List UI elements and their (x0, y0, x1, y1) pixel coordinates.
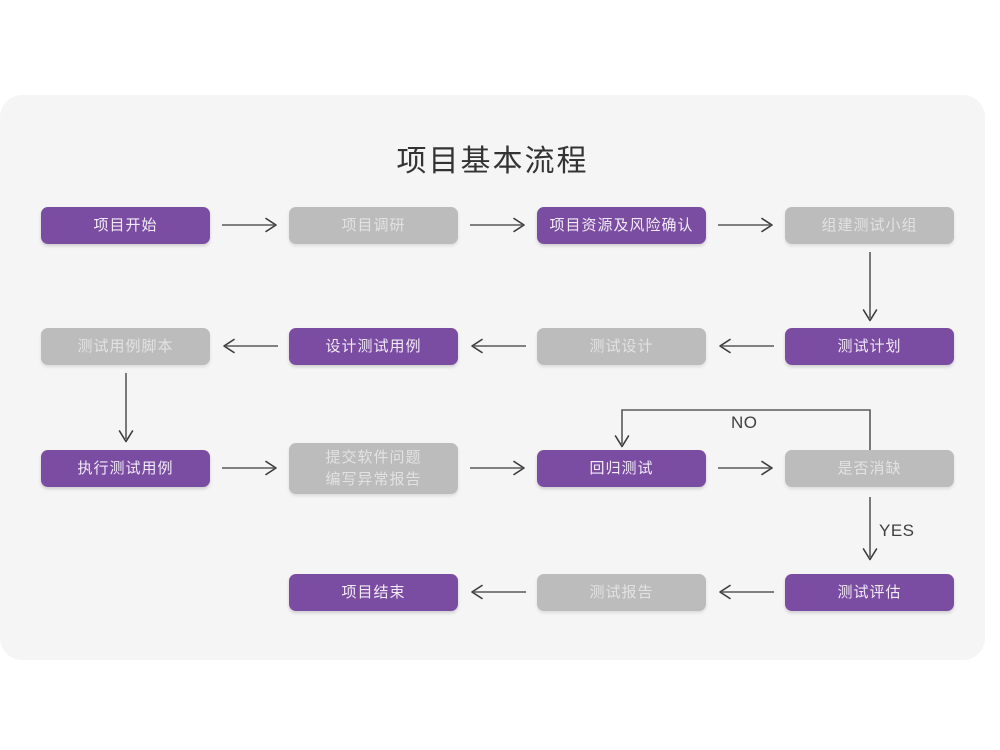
page-title: 项目基本流程 (396, 145, 589, 178)
node-label: 执行测试用例 (77, 459, 174, 477)
arrow-n10-to-n11 (470, 460, 526, 476)
arrow-n7-to-n6 (470, 338, 526, 354)
node-execute-test-case[interactable]: 执行测试用例 (41, 450, 210, 487)
node-project-start[interactable]: 项目开始 (41, 207, 210, 244)
arrow-n9-to-n10 (222, 460, 278, 476)
arrow-yes-to-evaluation (862, 497, 878, 563)
arrow-n11-to-n12 (718, 460, 774, 476)
node-label-line-2: 编写异常报告 (325, 470, 422, 488)
node-label: 项目开始 (93, 216, 158, 234)
node-label-line-1: 提交软件问题 (325, 448, 422, 466)
arrow-n6-to-n5 (222, 338, 278, 354)
node-label: 测试用例脚本 (77, 337, 174, 355)
node-label: 是否消缺 (837, 459, 902, 477)
arrow-n1-to-n2 (222, 217, 278, 233)
node-submit-issue-report[interactable]: 提交软件问题 编写异常报告 (289, 443, 458, 494)
node-label: 项目资源及风险确认 (549, 216, 694, 234)
node-project-research[interactable]: 项目调研 (289, 207, 458, 244)
arrow-n15-to-n14 (718, 584, 774, 600)
node-regression-test[interactable]: 回归测试 (537, 450, 706, 487)
node-label: 组建测试小组 (821, 216, 918, 234)
arrow-n2-to-n3 (470, 217, 526, 233)
node-defect-cleared[interactable]: 是否消缺 (785, 450, 954, 487)
arrow-n5-to-n9 (118, 373, 134, 445)
edge-label-no: NO (731, 413, 758, 432)
diagram-card (0, 95, 985, 660)
node-label: 回归测试 (589, 459, 654, 477)
node-label: 测试计划 (837, 337, 902, 355)
arrow-n14-to-n13 (470, 584, 526, 600)
edge-label-yes: YES (879, 521, 915, 540)
arrow-n8-to-n7 (718, 338, 774, 354)
node-label: 项目结束 (341, 583, 406, 601)
node-resource-risk-confirm[interactable]: 项目资源及风险确认 (537, 207, 706, 244)
node-label: 测试设计 (589, 337, 654, 355)
node-project-end[interactable]: 项目结束 (289, 574, 458, 611)
loop-no-back-to-regression (614, 408, 877, 452)
arrow-n3-to-n4 (718, 217, 774, 233)
arrow-n4-to-n8 (862, 252, 878, 324)
node-label: 测试评估 (837, 583, 902, 601)
node-label: 测试报告 (589, 583, 654, 601)
node-test-case-script[interactable]: 测试用例脚本 (41, 328, 210, 365)
node-test-plan[interactable]: 测试计划 (785, 328, 954, 365)
node-design-test-case[interactable]: 设计测试用例 (289, 328, 458, 365)
node-form-test-team[interactable]: 组建测试小组 (785, 207, 954, 244)
node-test-evaluation[interactable]: 测试评估 (785, 574, 954, 611)
node-label: 设计测试用例 (325, 337, 422, 355)
node-test-report[interactable]: 测试报告 (537, 574, 706, 611)
node-label: 项目调研 (341, 216, 406, 234)
node-test-design[interactable]: 测试设计 (537, 328, 706, 365)
